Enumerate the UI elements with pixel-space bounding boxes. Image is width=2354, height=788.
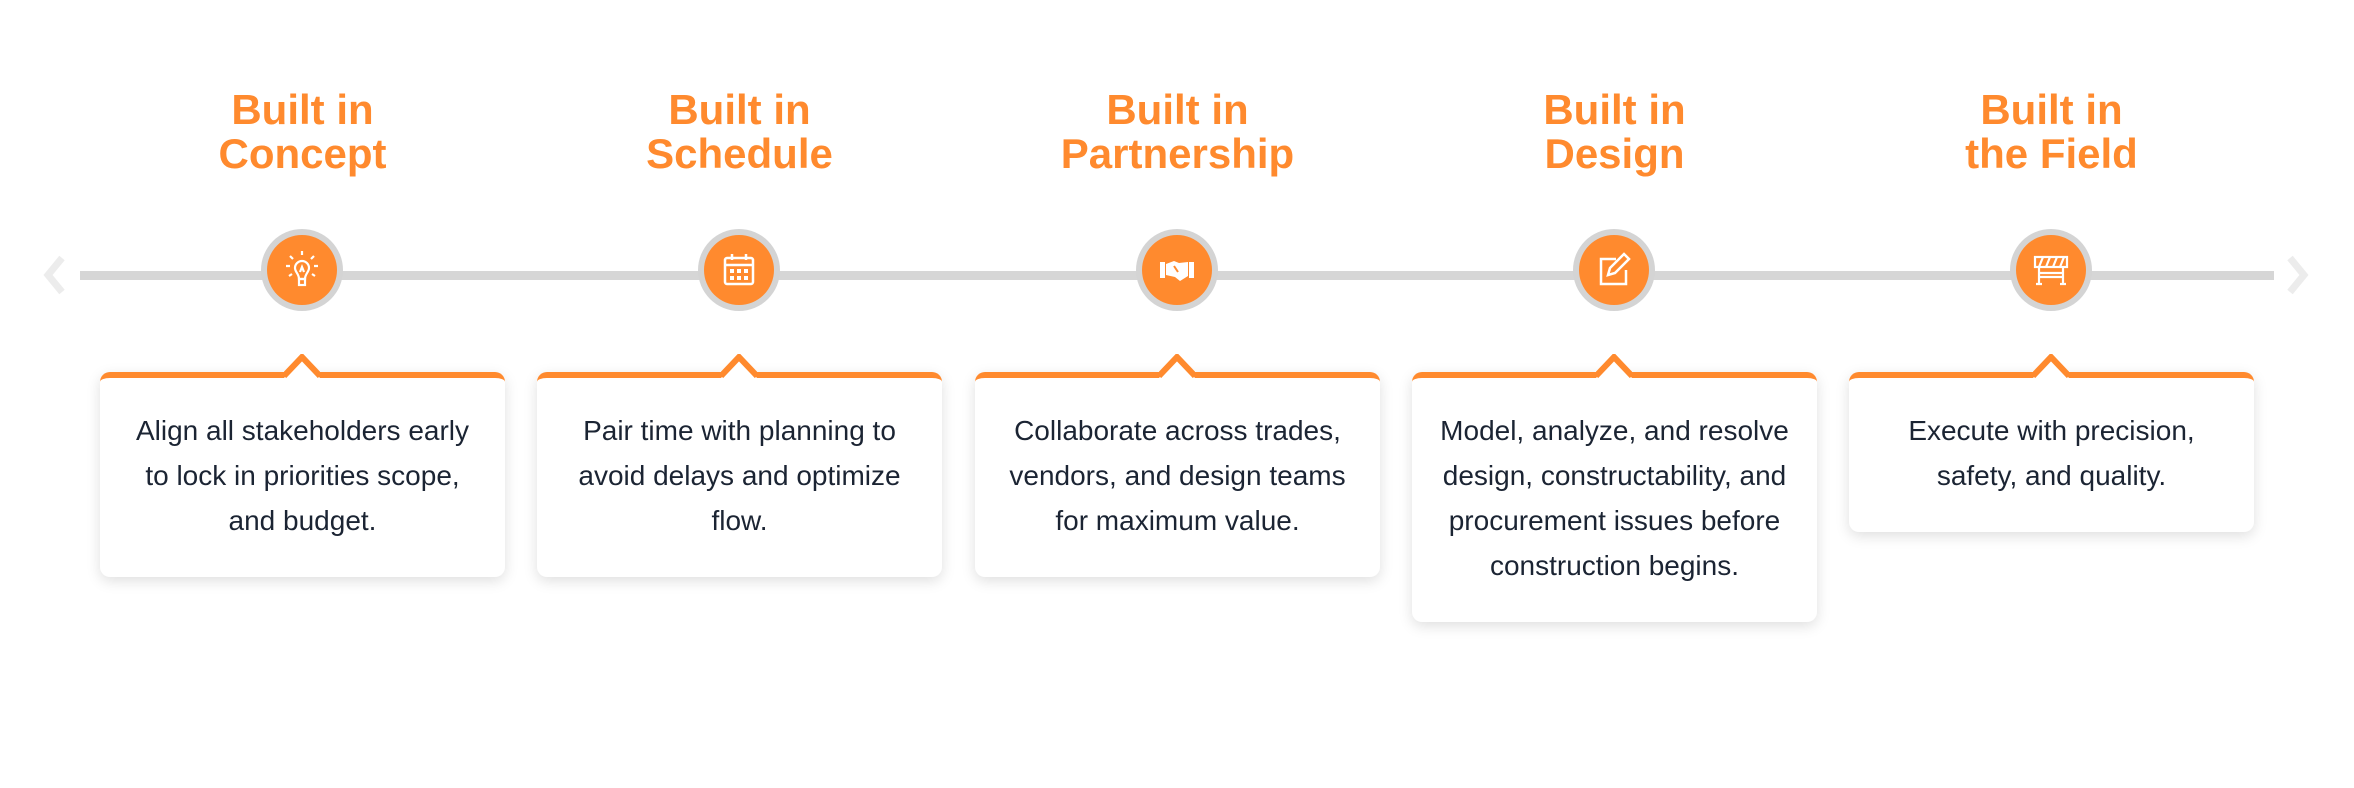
edit-icon: [1599, 252, 1631, 286]
chevron-left-icon[interactable]: [40, 252, 70, 298]
card-notch: [1159, 354, 1195, 378]
card-notch: [1596, 354, 1632, 378]
card-notch: [2033, 354, 2069, 378]
stage-card: Execute with precision, safety, and qual…: [1849, 354, 2254, 532]
stage-description: Model, analyze, and resolve design, cons…: [1440, 415, 1789, 581]
chevron-right-icon[interactable]: [2282, 252, 2312, 298]
stage-card: Pair time with planning to avoid delays …: [537, 354, 942, 577]
lightbulb-icon: [286, 251, 318, 287]
barricade-icon: [2033, 255, 2069, 286]
stage-node: [2010, 229, 2092, 311]
stage-card: Align all stakeholders early to lock in …: [100, 354, 505, 577]
card-notch: [721, 354, 757, 378]
stage-description: Collaborate across trades, vendors, and …: [1009, 415, 1346, 536]
stage-card: Model, analyze, and resolve design, cons…: [1412, 354, 1817, 622]
stage-node: [1573, 229, 1655, 311]
handshake-icon: [1160, 261, 1194, 281]
stage-card: Collaborate across trades, vendors, and …: [975, 354, 1380, 577]
stage-node: [1136, 229, 1218, 311]
card-notch: [284, 354, 320, 378]
stage-node: [698, 229, 780, 311]
stage-node: [261, 229, 343, 311]
stage-description: Execute with precision, safety, and qual…: [1908, 415, 2195, 491]
stage-description: Pair time with planning to avoid delays …: [578, 415, 901, 536]
stage-description: Align all stakeholders early to lock in …: [135, 415, 470, 536]
calendar-icon: [723, 254, 755, 286]
